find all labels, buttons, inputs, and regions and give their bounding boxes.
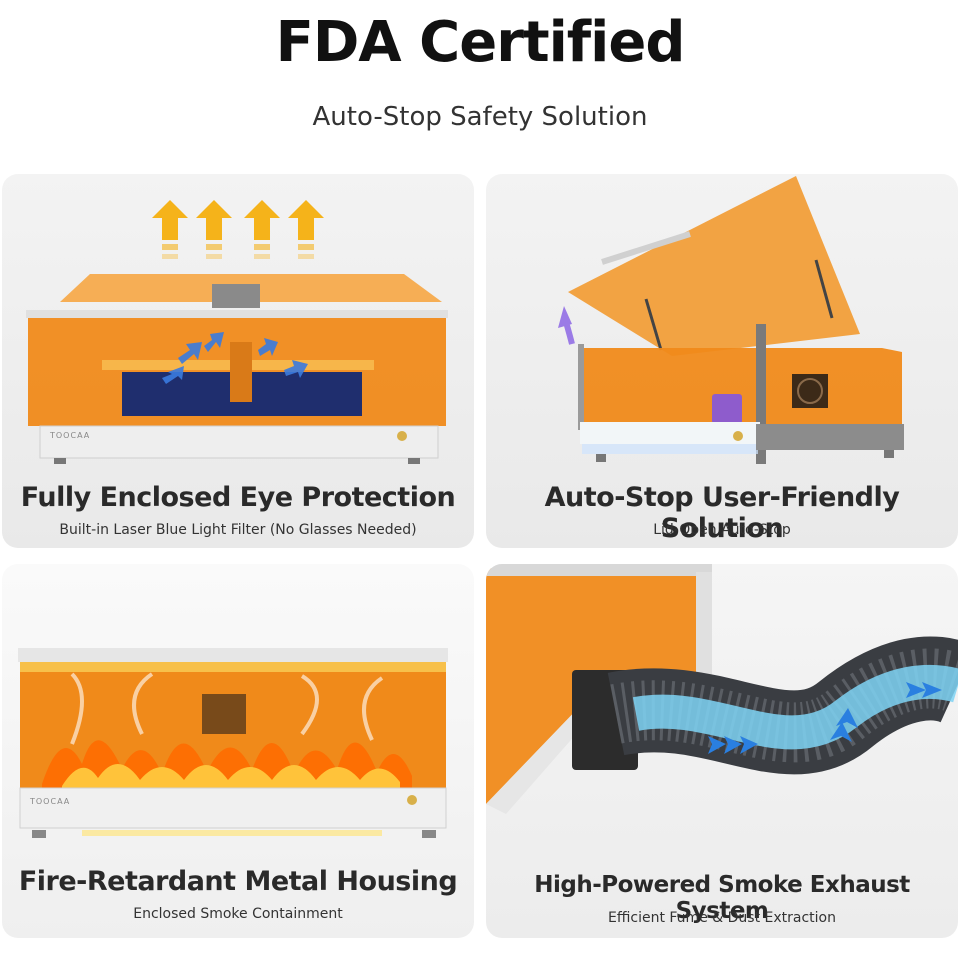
card-title: Auto-Stop User-Friendly Solution: [544, 482, 900, 544]
page-title: FDA Certified: [275, 10, 686, 75]
feature-card-fire-retardant: TOOCAA Fire-Retardant Metal Housing Encl…: [2, 564, 474, 938]
open-lid-engraver-illustration: [558, 176, 904, 464]
card-title: High-Powered Smoke Exhaust System: [534, 872, 910, 924]
card-subtitle: Efficient Fume & Dust Extraction: [608, 910, 836, 926]
feature-card-eye-protection: TOOCAA Fully Enclosed Eye Protection Bui…: [2, 174, 474, 548]
brand-mark: TOOCAA: [49, 431, 90, 440]
airflow-arrows: [708, 682, 942, 754]
feature-card-auto-stop: Auto-Stop User-Friendly Solution Lid-Ope…: [486, 174, 958, 548]
card-subtitle: Enclosed Smoke Containment: [133, 906, 343, 922]
page-subtitle: Auto-Stop Safety Solution: [312, 102, 648, 132]
card-subtitle: Built-in Laser Blue Light Filter (No Gla…: [59, 522, 417, 538]
exhaust-duct-illustration: [486, 564, 958, 814]
card-title: Fire-Retardant Metal Housing: [18, 866, 458, 897]
lid-open-arrow: [558, 306, 575, 345]
card-title: Fully Enclosed Eye Protection: [20, 482, 456, 513]
upward-heat-arrows: [152, 200, 324, 259]
fire-enclosure-illustration: TOOCAA: [18, 648, 448, 838]
enclosed-laser-engraver-illustration: TOOCAA: [26, 200, 448, 464]
brand-mark: TOOCAA: [29, 797, 70, 806]
lock-icon: [712, 394, 742, 424]
smoke-effect: [70, 672, 384, 745]
airflow-arrows: [162, 332, 308, 384]
feature-card-smoke-exhaust: High-Powered Smoke Exhaust System Effici…: [486, 564, 958, 938]
card-subtitle: Lid-Open Auto-Stop: [653, 522, 791, 538]
flame-effect: [42, 740, 412, 788]
